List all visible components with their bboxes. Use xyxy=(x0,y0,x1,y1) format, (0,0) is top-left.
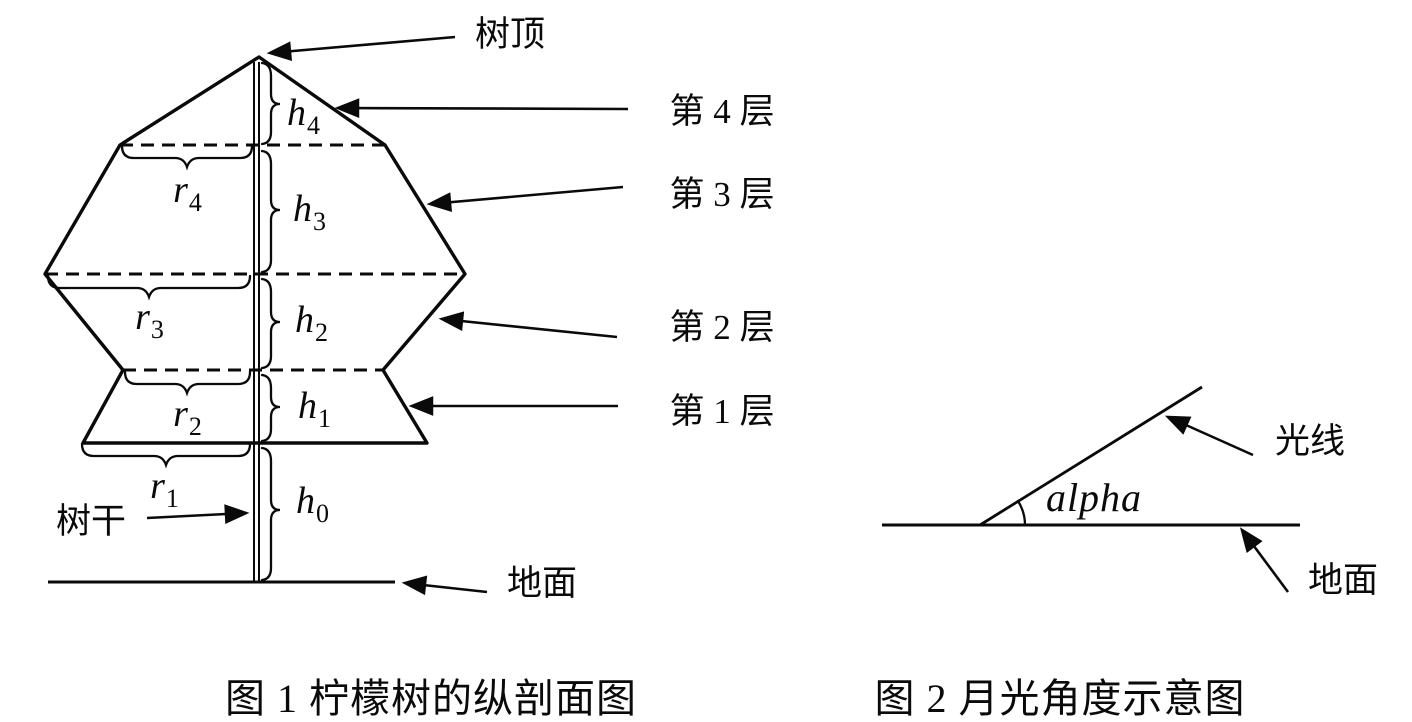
h3-brace xyxy=(260,149,281,274)
r4-brace xyxy=(120,144,254,171)
tree-top-label: 树顶 xyxy=(474,14,546,54)
r1-brace xyxy=(80,442,252,469)
r2-label: r2 xyxy=(173,393,202,441)
r2-subscript: 2 xyxy=(188,412,202,442)
layer2-label: 第 2 层 xyxy=(669,307,775,347)
r3-symbol: r xyxy=(135,296,150,339)
h3-label: h3 xyxy=(293,188,326,236)
ground-label-fig1: 地面 xyxy=(506,563,578,603)
h2-subscript: 2 xyxy=(315,318,328,348)
h0-brace xyxy=(260,446,281,582)
h1-brace xyxy=(260,373,281,443)
h4-brace xyxy=(260,61,281,146)
h0-subscript: 0 xyxy=(316,499,329,529)
trunk-label: 树干 xyxy=(55,501,127,541)
h0-label: h0 xyxy=(296,480,329,528)
layer1-label: 第 1 层 xyxy=(669,391,775,431)
light-ray-arrow xyxy=(1164,415,1254,457)
r4-subscript: 4 xyxy=(188,188,202,218)
h1-subscript: 1 xyxy=(318,404,331,434)
r1-symbol: r xyxy=(150,465,165,508)
h4-symbol: h xyxy=(287,92,306,135)
light-ray-label: 光线 xyxy=(1274,421,1346,461)
r1-label: r1 xyxy=(150,465,179,513)
h3-symbol: h xyxy=(293,188,312,231)
ground-arrow-fig1 xyxy=(401,575,488,596)
ground-arrow-fig2 xyxy=(1239,527,1290,593)
h2-brace xyxy=(260,277,281,370)
r2-symbol: r xyxy=(173,393,188,436)
tree-top-arrow xyxy=(266,35,456,62)
figure1-caption: 图 1 柠檬树的纵剖面图 xyxy=(225,676,637,721)
trunk-arrow xyxy=(146,504,250,524)
layer4-label: 第 4 层 xyxy=(669,91,775,131)
ground-label-fig2: 地面 xyxy=(1307,560,1379,600)
layer2-arrow xyxy=(438,311,618,339)
h3-subscript: 3 xyxy=(313,207,326,237)
h4-label: h4 xyxy=(287,92,320,140)
angle-alpha-label: alpha xyxy=(1045,475,1143,520)
r4-label: r4 xyxy=(173,169,202,217)
layer3-arrow xyxy=(426,185,624,212)
h1-label: h1 xyxy=(298,385,331,433)
h0-symbol: h xyxy=(296,480,315,523)
h2-label: h2 xyxy=(295,299,328,347)
r1-subscript: 1 xyxy=(165,484,179,514)
r3-label: r3 xyxy=(135,296,164,344)
figure2-caption: 图 2 月光角度示意图 xyxy=(874,676,1246,721)
angle-arc xyxy=(1016,499,1027,527)
layer3-label: 第 3 层 xyxy=(669,174,775,214)
r4-symbol: r xyxy=(173,169,188,212)
h2-symbol: h xyxy=(295,299,314,342)
r3-subscript: 3 xyxy=(150,315,164,345)
light-ray-line xyxy=(979,385,1203,527)
r3-brace xyxy=(46,274,252,301)
h4-subscript: 4 xyxy=(307,111,320,141)
layer4-arrow xyxy=(334,98,629,118)
h1-symbol: h xyxy=(298,385,317,428)
r2-brace xyxy=(123,370,252,397)
